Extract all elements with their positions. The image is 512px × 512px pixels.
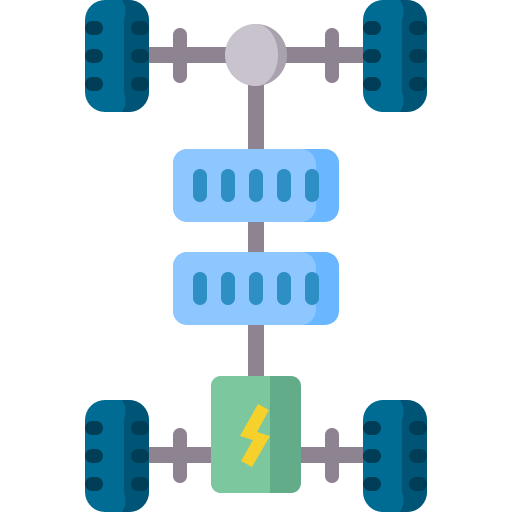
battery-pack-upper (173, 149, 339, 222)
electric-motor (211, 376, 301, 493)
rear-right-wheel (363, 400, 427, 512)
differential (225, 24, 287, 86)
rear-left-wheel (85, 400, 149, 512)
battery-pack-lower (173, 252, 339, 325)
drive-shaft (248, 40, 264, 440)
lightning-bolt-icon (240, 404, 270, 467)
front-left-wheel (85, 0, 149, 112)
frame (148, 28, 364, 483)
front-right-wheel (363, 0, 427, 112)
